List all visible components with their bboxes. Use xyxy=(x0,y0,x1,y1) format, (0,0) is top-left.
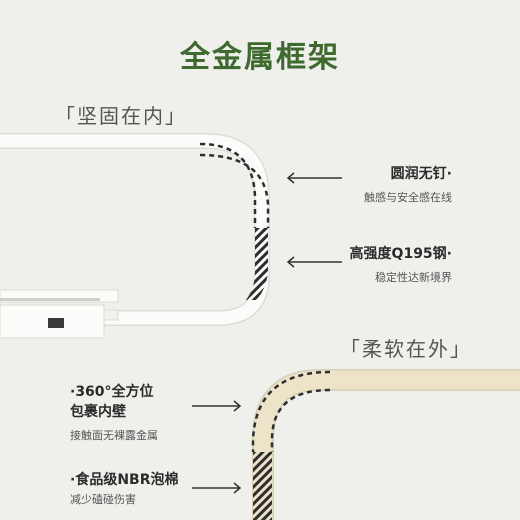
feature-food-grade-foam: ·食品级NBR泡棉 减少磕碰伤害 xyxy=(70,470,179,508)
feature-steel: 高强度Q195钢· 稳定性达新境界 xyxy=(350,244,452,286)
metal-frame-graphic xyxy=(0,133,270,339)
soft-frame-graphic xyxy=(251,369,520,520)
section-label-metal: 「坚固在内」 xyxy=(55,104,187,128)
logo-badge xyxy=(48,318,64,328)
feature-title: 圆润无钉· xyxy=(390,166,452,182)
feature-desc: 稳定性达新境界 xyxy=(375,271,452,284)
feature-desc: 接触面无裸露金属 xyxy=(70,429,158,442)
arrow-right-icon xyxy=(192,482,242,494)
feature-title: 高强度Q195钢· xyxy=(349,246,452,262)
feature-rounded: 圆润无钉· 触感与安全感在线 xyxy=(364,164,452,206)
page-title: 全金属框架 xyxy=(180,40,340,75)
feature-desc: 减少磕碰伤害 xyxy=(70,493,136,506)
arrow-left-icon xyxy=(286,256,342,268)
feature-360-wrap: ·360°全方位 包裹内壁 接触面无裸露金属 xyxy=(70,382,158,444)
feature-title-line: ·360°全方位 xyxy=(70,384,154,400)
feature-title: ·食品级NBR泡棉 xyxy=(70,472,179,488)
feature-desc: 触感与安全感在线 xyxy=(364,191,452,204)
arrow-left-icon xyxy=(286,172,342,184)
arrow-right-icon xyxy=(192,400,242,412)
section-label-soft: 「柔软在外」 xyxy=(340,337,472,361)
feature-title-line: 包裹内壁 xyxy=(70,404,126,420)
